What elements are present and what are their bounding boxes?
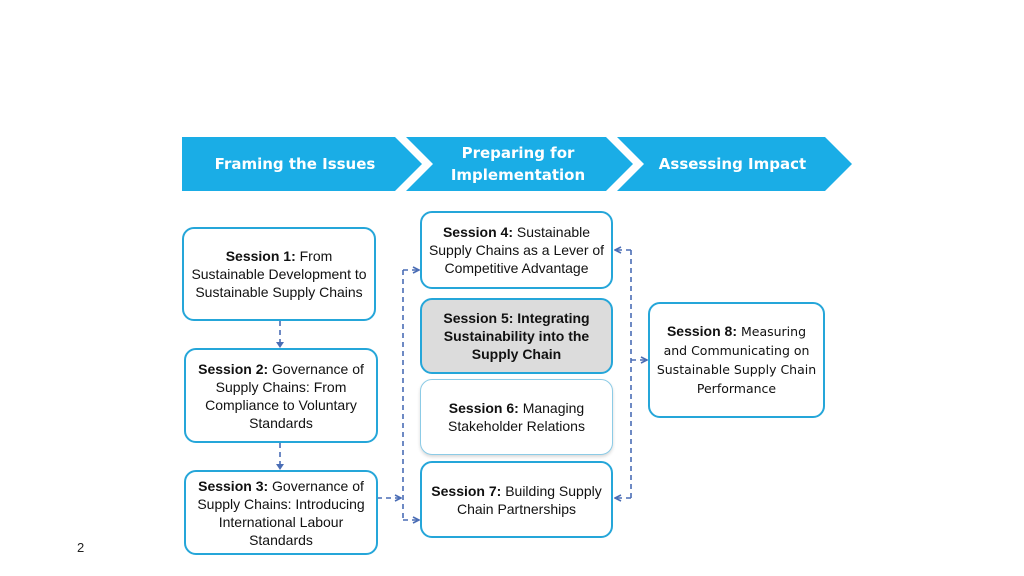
session-7-box[interactable]: Session 7: Building Supply Chain Partner… [420,461,613,538]
session-6-title: Session 6: [448,400,519,416]
session-6-body: Managing Stakeholder Relations [448,400,585,434]
phase-chevron-1 [182,137,422,191]
session-4-title: Session 4: [442,224,513,240]
session-1-title: Session 1: [225,248,296,264]
session-6-box[interactable]: Session 6: Managing Stakeholder Relation… [420,379,613,455]
session-1-body: From Sustainable Development to Sustaina… [191,248,367,300]
session-5-body: Integrating Sustainability into the Supp… [443,310,590,362]
session-7-title: Session 7: [431,482,502,499]
session-8-title: Session 8: [666,323,737,339]
session-2-body: Governance of Supply Chains: From Compli… [205,360,364,431]
page-number: 2 [77,540,85,555]
session-4-body: Sustainable Supply Chains as a Lever of … [428,224,605,276]
session-8-box[interactable]: Session 8: Measuring and Communicating o… [648,302,825,418]
session-3-title: Session 3: [198,477,269,494]
session-2-box[interactable]: Session 2: Governance of Supply Chains: … [184,348,378,443]
session-5-title: Session 5: [443,310,514,326]
phase-label-preparing: Preparing for Implementation [450,144,586,184]
session-3-body: Governance of Supply Chains: Introducing… [197,477,365,548]
session-1-box[interactable]: Session 1: From Sustainable Development … [182,227,376,321]
phase-chevron-2 [406,137,633,191]
session-4-box[interactable]: Session 4: Sustainable Supply Chains as … [420,211,613,289]
phase-label-assessing: Assessing Impact [658,155,807,173]
session-8-body: Measuring and Communicating on Sustainab… [656,324,817,396]
session-5-box[interactable]: Session 5: Integrating Sustainability in… [420,298,613,374]
session-2-title: Session 2: [198,360,269,377]
session-7-body: Building Supply Chain Partnerships [456,482,602,517]
phase-chevron-3 [617,137,852,191]
phase-label-framing: Framing the Issues [214,155,376,173]
session-3-box[interactable]: Session 3: Governance of Supply Chains: … [184,470,378,555]
